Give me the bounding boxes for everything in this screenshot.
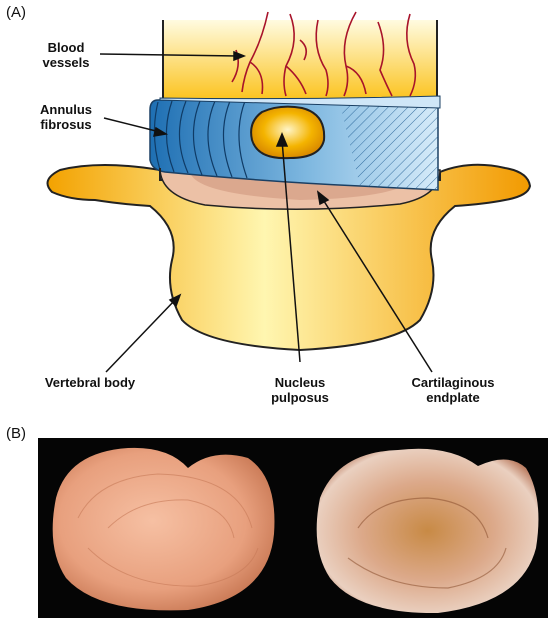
- nucleus-pulposus: [250, 105, 326, 160]
- panel-label-b: (B): [6, 425, 26, 442]
- disc-right: [316, 448, 539, 614]
- vertebral-body: [46, 163, 532, 352]
- photo-panel-b: [38, 438, 548, 618]
- panel-label-a: (A): [6, 4, 26, 21]
- diagram-panel-a: [46, 11, 532, 373]
- label-vertebral-body: Vertebral body: [44, 375, 136, 390]
- label-annulus-fibrosus: Annulus fibrosus: [40, 102, 92, 132]
- label-blood-vessels: Blood vessels: [42, 40, 90, 70]
- upper-vertebra: [163, 20, 437, 102]
- label-nucleus-pulposus: Nucleus pulposus: [271, 375, 329, 405]
- disc-left: [52, 447, 275, 611]
- label-cartilaginous-endplate: Cartilaginous endplate: [411, 375, 495, 405]
